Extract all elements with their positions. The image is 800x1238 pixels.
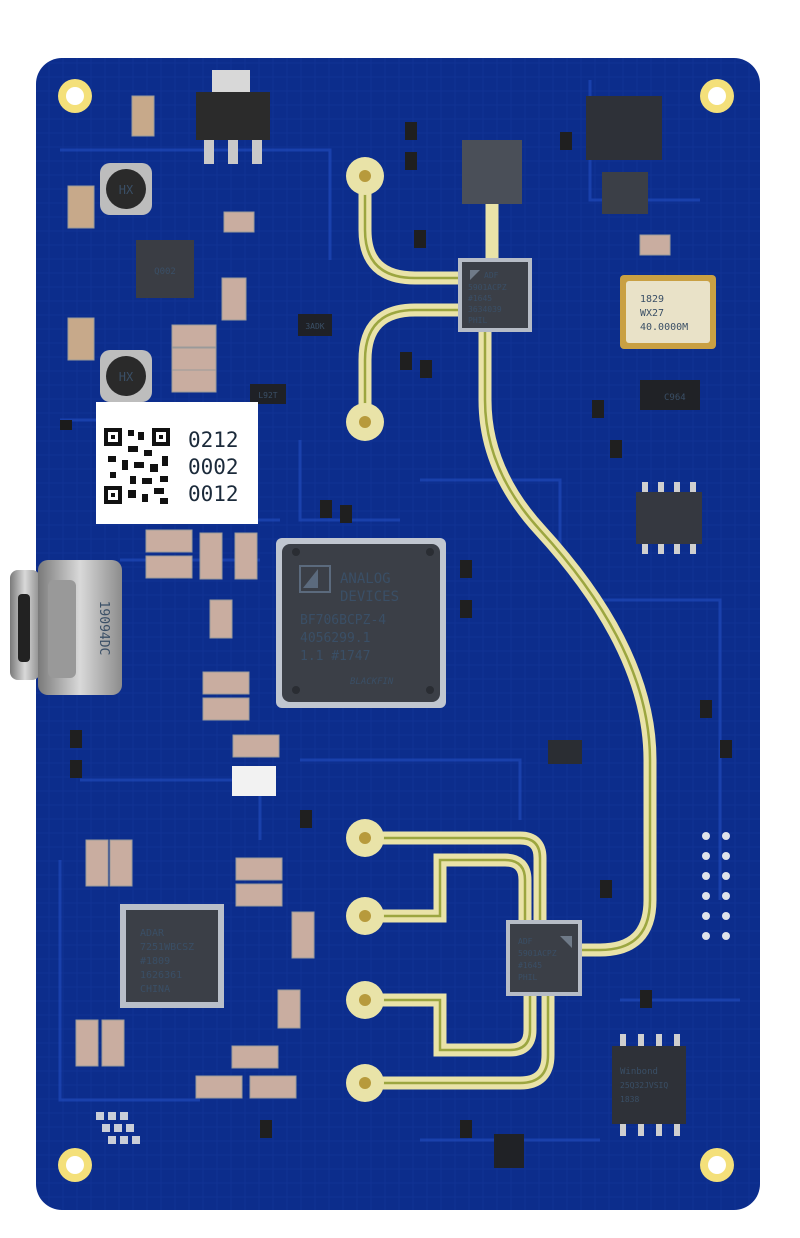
inductor-top: HX <box>100 163 152 215</box>
soic-chip-right <box>636 482 702 554</box>
serial-label: 0212 0002 0012 <box>96 402 258 524</box>
codec-line1: ADAR <box>140 928 165 939</box>
dsp-part-number: BF706BCPZ-4 <box>300 613 386 628</box>
mixer-bottom-line1: ADF <box>518 937 533 946</box>
dsp-lot-number: 4056299.1 <box>300 631 370 646</box>
osc-line1: 1829 <box>640 294 664 305</box>
rf-ic-top <box>462 140 522 204</box>
inductor-bottom: HX <box>100 350 152 402</box>
codec-line4: 1626361 <box>140 970 182 981</box>
pad-grid-bottom-left <box>96 1112 140 1144</box>
dsp-brand-line1: ANALOG <box>340 571 391 587</box>
rf-test-pads <box>346 157 384 1102</box>
via-grid-right <box>702 832 730 940</box>
sot-part-2-marking: L92T <box>258 391 277 400</box>
passive-components <box>67 95 671 1099</box>
mixer-top-line3: #1645 <box>468 294 492 303</box>
serial-line-2: 0002 <box>188 455 239 479</box>
usb-c-connector: 19094DC <box>10 560 122 695</box>
top-right-ic <box>586 96 662 214</box>
sot-part-1: 3ADK <box>298 314 332 336</box>
serial-line-3: 0012 <box>188 482 239 506</box>
codec-line2: 7251WBCSZ <box>140 942 194 953</box>
eeprom-line1: Winbond <box>620 1067 658 1077</box>
mixer-bottom-line4: PHIL <box>518 973 537 982</box>
eeprom-line2: 25Q32JVSIQ <box>620 1081 668 1090</box>
mixer-top-line1: ADF <box>484 271 499 280</box>
eeprom-chip: Winbond 25Q32JVSIQ 1838 <box>612 1034 686 1136</box>
mixer-top-line2: 5901ACPZ <box>468 283 507 292</box>
codec-line5: CHINA <box>140 984 170 995</box>
power-ic: Q002 <box>136 240 194 298</box>
dsp-brand-line2: DEVICES <box>340 589 399 605</box>
crystal-oscillator: 1829 WX27 40.0000M <box>620 275 716 349</box>
inductor-bottom-marking: HX <box>119 370 134 384</box>
mixer-bottom-line2: 5901ACPZ <box>518 949 557 958</box>
sot-middle-right <box>548 740 582 764</box>
sot-part-1-marking: 3ADK <box>305 322 324 331</box>
rf-transmission-lines <box>358 169 657 1090</box>
codec-chip: ADAR 7251WBCSZ #1809 1626361 CHINA <box>120 904 224 1008</box>
sot-part-2: L92T <box>250 384 286 404</box>
mixer-chip-bottom: ADF 5901ACPZ #1645 PHIL <box>506 920 582 996</box>
osc-line2: WX27 <box>640 308 664 319</box>
mixer-top-line5: PHIL <box>468 316 487 325</box>
usb-connector-label: 19094DC <box>96 601 111 656</box>
dsp-rev-code: 1.1 #1747 <box>300 649 370 664</box>
inductor-top-marking: HX <box>119 183 134 197</box>
svg-text:Q002: Q002 <box>154 267 176 277</box>
sot-chip-c964-marking: C964 <box>664 393 686 403</box>
sot-chip-c964: C964 <box>640 380 700 410</box>
qr-code <box>104 428 170 504</box>
mixer-chip-top: ADF 5901ACPZ #1645 3634039 PHIL <box>458 258 532 332</box>
white-component <box>232 766 276 796</box>
serial-line-1: 0212 <box>188 428 239 452</box>
dsp-chip: ANALOG DEVICES BF706BCPZ-4 4056299.1 1.1… <box>276 538 446 708</box>
sot-bottom <box>494 1134 524 1168</box>
voltage-regulator <box>196 70 270 164</box>
codec-line3: #1809 <box>140 956 170 967</box>
eeprom-line3: 1838 <box>620 1095 639 1104</box>
mixer-top-line4: 3634039 <box>468 305 502 314</box>
mounting-holes <box>58 79 734 1182</box>
mixer-bottom-line3: #1645 <box>518 961 542 970</box>
osc-line3: 40.0000M <box>640 322 688 333</box>
dsp-logo-text: BLACKFIN <box>350 677 394 687</box>
